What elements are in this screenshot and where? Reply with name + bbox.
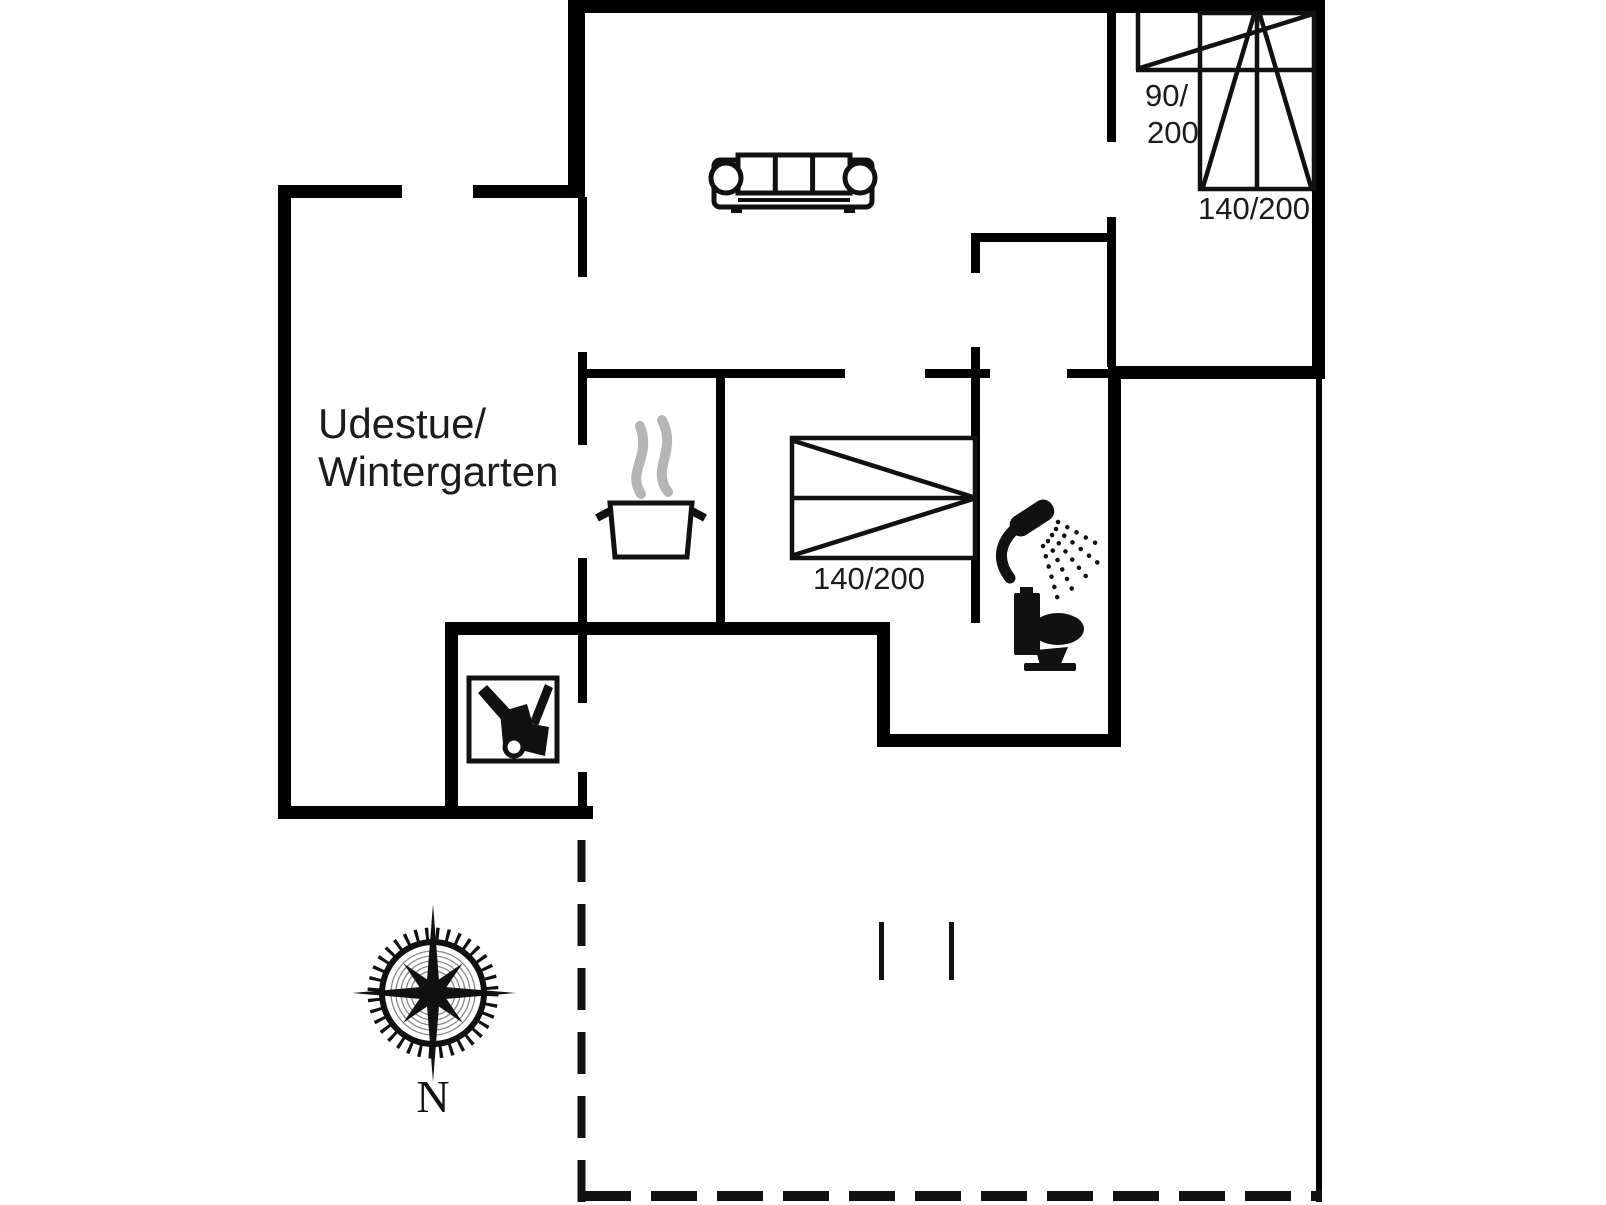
north-label: N xyxy=(416,1071,449,1122)
shower-icon xyxy=(996,499,1104,603)
wall-bath-right xyxy=(1108,366,1121,747)
wall-kitchen-right xyxy=(716,373,725,623)
door-opening-markers xyxy=(879,922,954,980)
wall-northeast-room-left-upper xyxy=(1107,12,1116,142)
wall-top xyxy=(568,0,1325,13)
terrace-dashed-boundary xyxy=(577,840,1322,1205)
double-bed-140x200-icon xyxy=(1197,10,1317,192)
single-bed-90x200-icon xyxy=(1135,11,1315,73)
wall-conservatory-top-b xyxy=(473,185,585,198)
single-bed-size-label-line2: 200 xyxy=(1147,115,1199,150)
wall-conservatory-right-3 xyxy=(578,558,587,703)
wall-bath-left xyxy=(877,622,890,747)
wall-stove-room-left xyxy=(445,622,458,818)
vertical-double-bed-size-label: 140/200 xyxy=(1198,191,1310,226)
wall-conservatory-bottom xyxy=(278,806,593,819)
wall-mid-right-horizontal xyxy=(1113,366,1325,379)
wall-house-left-upper xyxy=(568,0,585,192)
wall-hall-horizontal xyxy=(975,233,1113,242)
wall-bedroom-right-stub xyxy=(971,233,980,273)
boundary-right-thin xyxy=(1316,378,1322,1202)
wall-bedroom-top-b xyxy=(1067,369,1113,378)
outer-walls xyxy=(278,0,1325,819)
compass-rose-icon xyxy=(352,904,516,1082)
wood-stove-icon xyxy=(466,675,560,764)
wall-mid-horizontal xyxy=(445,622,890,635)
wall-conservatory-right-2 xyxy=(578,352,587,445)
double-bed-size-label: 140/200 xyxy=(813,561,925,596)
sofa-icon xyxy=(708,152,878,213)
wall-conservatory-left xyxy=(278,185,291,818)
wall-conservatory-top-a xyxy=(278,185,402,198)
toilet-icon xyxy=(1014,587,1084,671)
wall-kitchen-top xyxy=(584,369,845,378)
wall-bath-bottom xyxy=(877,734,1121,747)
cooking-pot-icon xyxy=(595,415,707,560)
conservatory-label-line2: Wintergarten xyxy=(318,448,558,495)
wall-conservatory-right-1 xyxy=(578,197,587,277)
single-bed-size-label-line1: 90/ xyxy=(1145,78,1188,113)
conservatory-room-label: Udestue/ Wintergarten xyxy=(318,400,558,495)
wall-northeast-room-left-lower xyxy=(1107,217,1116,367)
conservatory-label-line1: Udestue/ xyxy=(318,400,486,447)
wall-conservatory-right-4 xyxy=(578,772,587,812)
steam-icon xyxy=(631,415,673,499)
wall-bedroom-top-a xyxy=(925,369,990,378)
double-bed-icon xyxy=(789,435,978,561)
